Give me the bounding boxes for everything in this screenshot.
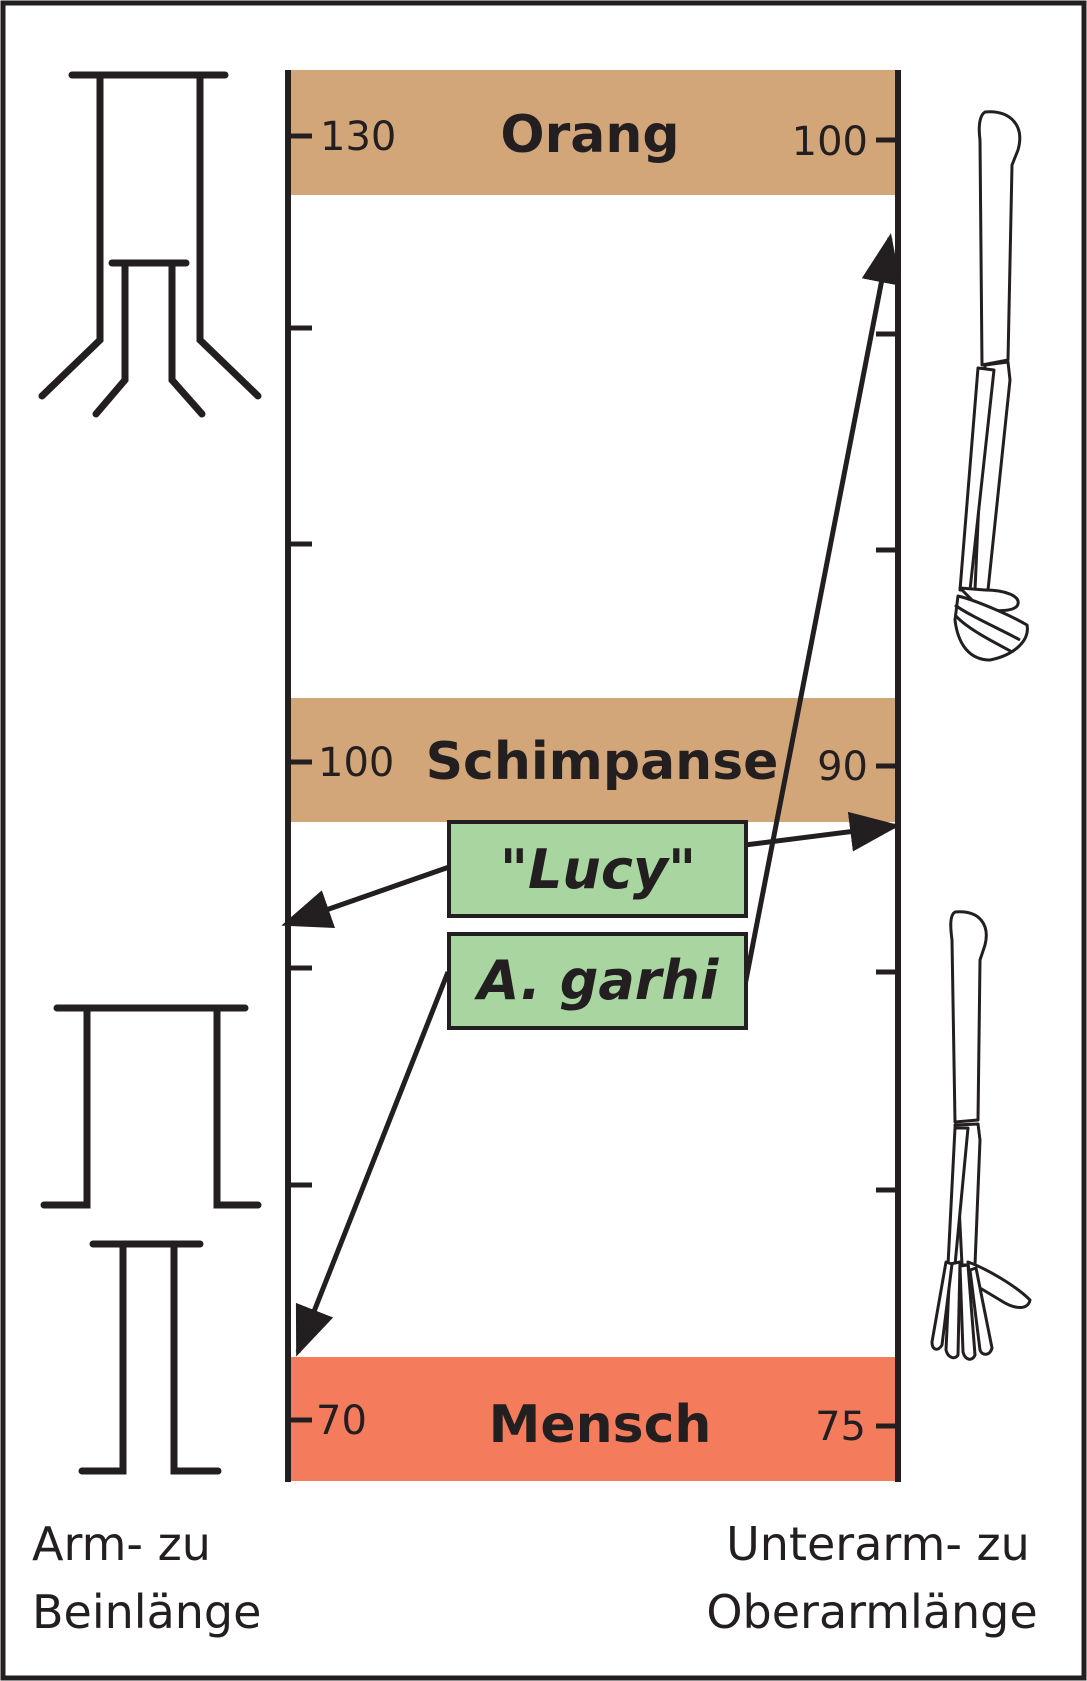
human-arm-skeleton-icon — [930, 910, 1032, 1361]
right-axis-title-line2: Oberarmlänge — [706, 1585, 1037, 1639]
garhi-armleg-arrow — [295, 971, 451, 1357]
garhi-forearm-arrow — [742, 233, 902, 986]
schimpanse-left-value: 100 — [318, 740, 394, 786]
mensch-label: Mensch — [489, 1395, 712, 1455]
left-axis-title-line2: Beinlänge — [32, 1585, 261, 1639]
garhi-box — [447, 932, 748, 1030]
mensch-band — [290, 1357, 900, 1481]
orang-label: Orang — [500, 105, 679, 165]
mensch-right-value: 75 — [815, 1404, 866, 1450]
lucy-forearm-arrow — [744, 811, 900, 852]
garhi-label: A. garhi — [474, 949, 720, 1012]
left-axis-title-line1: Arm- zu — [32, 1517, 211, 1571]
orang-left-value: 130 — [320, 114, 396, 160]
lucy-armleg-arrow — [281, 863, 453, 929]
lucy-label: "Lucy" — [500, 838, 696, 901]
human-limb-proportion-icon — [40, 1004, 262, 1475]
orang-right-value: 100 — [792, 119, 868, 165]
lucy-box — [447, 820, 748, 918]
schimpanse-label: Schimpanse — [426, 732, 779, 792]
left-axis-ticks — [288, 133, 312, 1423]
right-axis-title-line1: Unterarm- zu — [726, 1517, 1030, 1571]
right-axis-ticks — [876, 137, 898, 1429]
orang-band — [290, 70, 900, 195]
connector-arrows — [281, 233, 902, 1357]
mensch-left-value: 70 — [316, 1398, 367, 1444]
schimpanse-right-value: 90 — [817, 744, 868, 790]
ape-limb-proportion-icon — [38, 71, 262, 418]
ape-arm-skeleton-icon — [953, 110, 1029, 662]
